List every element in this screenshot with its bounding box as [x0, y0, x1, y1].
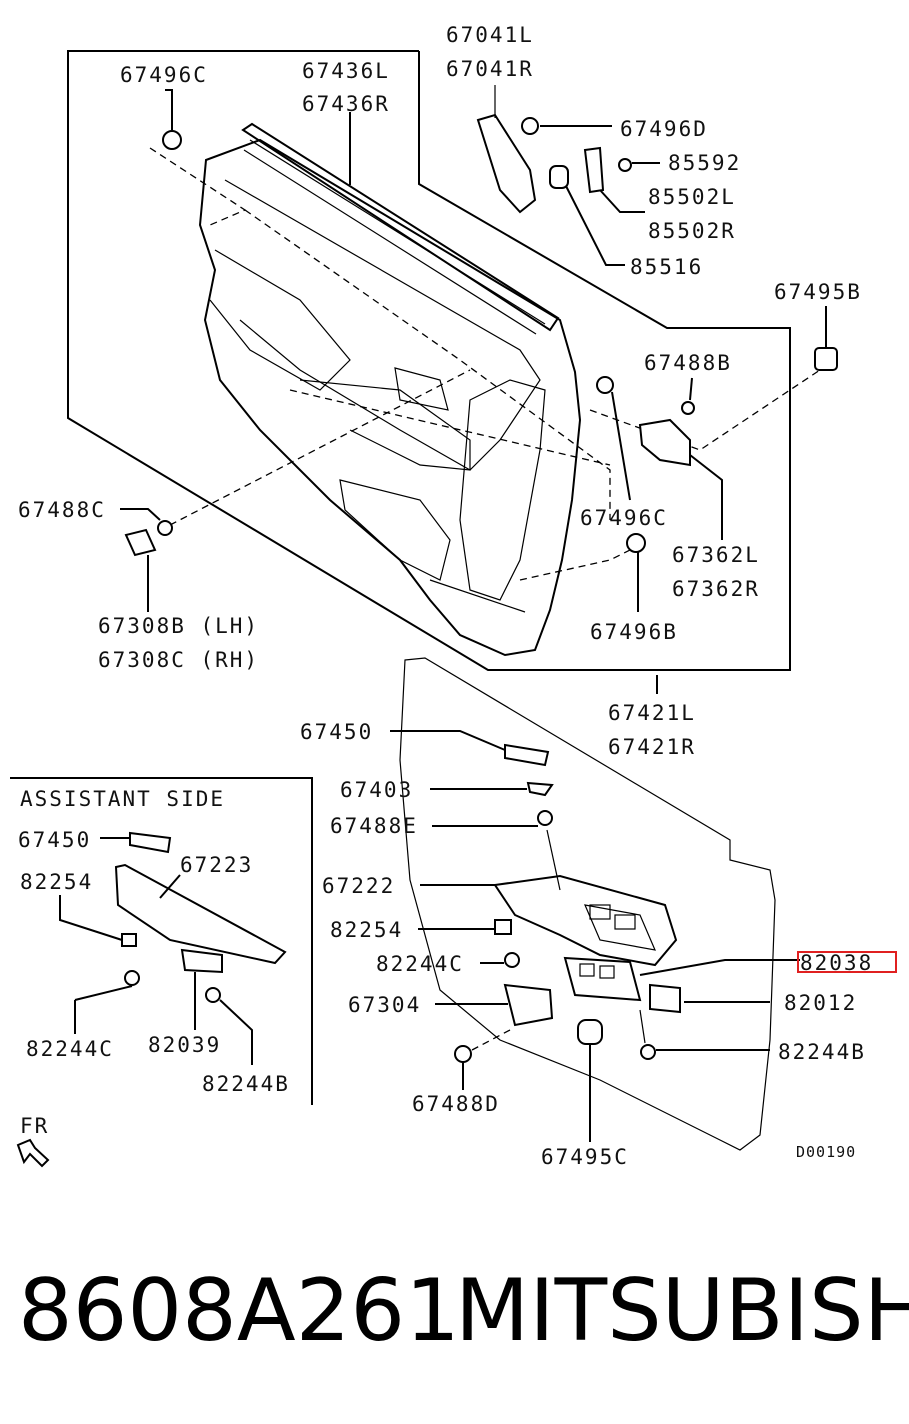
- label-67488e: 67488E: [330, 814, 418, 838]
- label-67421r: 67421R: [608, 735, 696, 759]
- screw-67488c: [120, 508, 173, 536]
- clip-67496c-mid: [596, 376, 631, 501]
- pad-67403: [430, 781, 554, 797]
- label-67041l: 67041L: [446, 23, 534, 47]
- label-82254: 82254: [330, 918, 403, 942]
- label-67308b: 67308B (LH): [98, 614, 259, 638]
- label-85502l: 85502L: [648, 185, 736, 209]
- cap-67495b: [814, 306, 838, 371]
- bracket-85502: [583, 146, 645, 213]
- label-67488c: 67488C: [18, 498, 106, 522]
- label-67362r: 67362R: [672, 577, 760, 601]
- cap-67495c: [577, 1019, 603, 1142]
- screw-67488b: [681, 377, 695, 415]
- assistant-label-67450: 67450: [18, 828, 91, 852]
- assistant-label-82244c: 82244C: [26, 1037, 114, 1061]
- label-fr: FR: [20, 1114, 49, 1138]
- assistant-side-box: [10, 777, 313, 1105]
- footer-part-number: 8608A261: [18, 1261, 460, 1361]
- clip-67496d: [521, 117, 612, 135]
- assistant-label-67223: 67223: [180, 853, 253, 877]
- lower-panel-outline: [399, 657, 776, 1151]
- assistant-label-82244b: 82244B: [202, 1072, 290, 1096]
- label-82244c: 82244C: [376, 952, 464, 976]
- mirror-garnish: [476, 85, 537, 214]
- label-67496c-mid: 67496C: [580, 506, 668, 530]
- label-82244b: 82244B: [778, 1040, 866, 1064]
- front-arrow-icon: [16, 1138, 50, 1168]
- screw-82244b: [639, 1009, 770, 1060]
- clip-67496b: [626, 533, 646, 612]
- diagram-code: D00190: [796, 1143, 856, 1161]
- screw-67488d: [454, 1029, 511, 1090]
- bracket-67304: [435, 983, 554, 1027]
- label-82038: 82038: [800, 951, 873, 975]
- label-67222: 67222: [322, 874, 395, 898]
- screw-82244c: [480, 952, 520, 968]
- inner-handle-67362: [638, 418, 723, 540]
- label-67362l: 67362L: [672, 543, 760, 567]
- door-trim-panel: [198, 138, 582, 657]
- label-67488d: 67488D: [412, 1092, 500, 1116]
- assistant-label-82039: 82039: [148, 1033, 221, 1057]
- weatherstrip: [241, 122, 560, 335]
- label-67450: 67450: [300, 720, 373, 744]
- label-85592: 85592: [668, 151, 741, 175]
- label-67495b: 67495B: [774, 280, 862, 304]
- clip-67496c-top: [162, 89, 182, 150]
- label-67488b: 67488B: [644, 351, 732, 375]
- label-85516: 85516: [630, 255, 703, 279]
- label-85502r: 85502R: [648, 219, 736, 243]
- part-labels: 67041L 67041R 67496C 67436L 67436R 67496…: [18, 23, 873, 1169]
- label-67304: 67304: [348, 993, 421, 1017]
- upper-dashed-leaders: [149, 147, 821, 581]
- screw-67488e: [432, 810, 561, 891]
- switch-panel-67222: [420, 874, 678, 967]
- label-67041r: 67041R: [446, 57, 534, 81]
- label-67496c-top: 67496C: [120, 63, 208, 87]
- assembly-bracket: [67, 50, 791, 671]
- clip-82254: [418, 919, 512, 935]
- screw-85592: [618, 158, 660, 172]
- assistant-label-82254: 82254: [20, 870, 93, 894]
- label-67496d: 67496D: [620, 117, 708, 141]
- grommet-85516: [549, 165, 625, 266]
- switch-82038: [563, 956, 800, 1002]
- label-82012: 82012: [784, 991, 857, 1015]
- label-67403: 67403: [340, 778, 413, 802]
- cover-67308: [124, 528, 157, 612]
- label-67436l: 67436L: [302, 59, 390, 83]
- footer-brand: MITSUBISHI: [455, 1261, 909, 1361]
- switch-82012: [649, 983, 770, 1014]
- highlight-box: [797, 951, 897, 973]
- label-67436r: 67436R: [302, 92, 390, 116]
- label-67496b: 67496B: [590, 620, 678, 644]
- label-67495c: 67495C: [541, 1145, 629, 1169]
- garnish-67450: [390, 730, 550, 767]
- label-67421l: 67421L: [608, 701, 696, 725]
- assistant-side-title: ASSISTANT SIDE: [20, 787, 225, 811]
- label-67308c: 67308C (RH): [98, 648, 259, 672]
